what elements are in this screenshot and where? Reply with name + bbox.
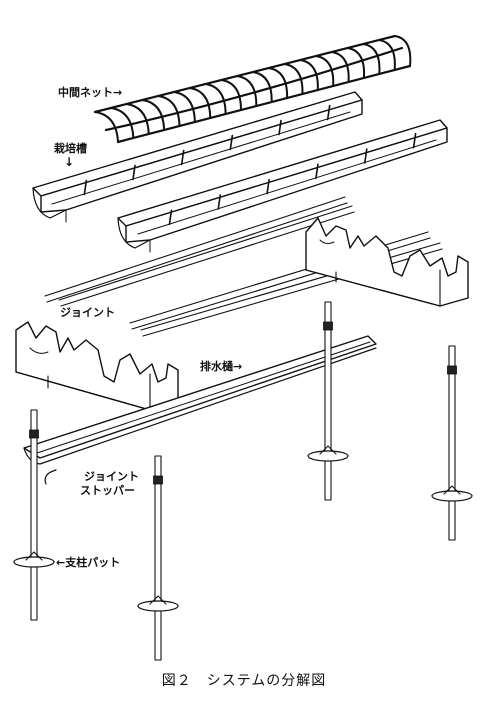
- intermediate-net: [93, 34, 412, 144]
- label-joint-stopper-line2: ストッパー: [80, 484, 135, 497]
- net-rib: [378, 39, 396, 71]
- trough-stake: [326, 104, 331, 121]
- post-pad-cone: [319, 445, 337, 455]
- net-rib: [141, 99, 166, 131]
- post-pad-cone: [443, 485, 461, 495]
- trough-stake: [180, 149, 185, 166]
- cultivation-trough-2: [117, 119, 448, 253]
- label-post-pad: ←支柱パット: [56, 556, 121, 569]
- net-rib: [315, 55, 335, 87]
- net-rib: [109, 107, 135, 139]
- joint-block-back: [305, 217, 469, 307]
- trough-stake: [132, 164, 136, 181]
- trough-2-stakes: [168, 132, 417, 226]
- net-rib: [188, 87, 212, 119]
- trough-stake: [168, 209, 173, 226]
- label-trough-arrow: ↓: [64, 155, 75, 169]
- net-rib: [362, 43, 381, 75]
- net-rib: [125, 103, 150, 135]
- joint-stopper: [447, 365, 457, 375]
- trough-stake: [266, 178, 270, 195]
- net-rib: [346, 47, 366, 79]
- post-pad-cone: [25, 551, 43, 561]
- trough-stake: [83, 179, 88, 196]
- label-joint-stopper-line1: ジョイント: [84, 470, 139, 483]
- net-rib: [204, 83, 227, 115]
- post-pipe: [154, 455, 162, 661]
- post-pipe: [448, 345, 456, 541]
- trough-stake: [363, 148, 368, 164]
- figure-caption: 図２ システムの分解図: [161, 673, 327, 689]
- net-rib: [236, 75, 258, 107]
- net-rib: [394, 35, 412, 67]
- post-pad-cone: [149, 595, 167, 605]
- trough-stake: [412, 132, 417, 149]
- net-rib: [157, 95, 181, 127]
- net-rib: [267, 67, 289, 99]
- label-joint: ジョイント: [60, 306, 115, 319]
- net-ribs: [94, 35, 412, 143]
- net-rib: [299, 59, 319, 91]
- joint-stopper: [153, 475, 163, 485]
- net-rib: [94, 111, 119, 143]
- label-cultivation-trough: 栽培槽: [54, 142, 87, 155]
- post-pad: [431, 490, 473, 502]
- label-intermediate-net: 中間ネット→: [58, 86, 123, 99]
- support-posts: [13, 301, 473, 661]
- joint-block-front: [15, 321, 179, 411]
- net-rib: [283, 63, 304, 95]
- post-pipe: [30, 409, 38, 621]
- cultivation-trough-1: [32, 91, 363, 223]
- trough-1-stakes: [83, 104, 331, 196]
- post-pad: [13, 556, 55, 568]
- trough-stake: [229, 134, 234, 151]
- post-pipe: [324, 301, 332, 501]
- trough-stake: [217, 194, 222, 210]
- joint-stopper: [29, 429, 39, 439]
- joint-stopper: [323, 321, 333, 331]
- post-pad: [137, 600, 179, 612]
- net-rib: [172, 91, 196, 123]
- net-rib: [251, 71, 273, 103]
- net-rib: [330, 51, 350, 83]
- trough-stake: [278, 119, 282, 136]
- net-rib: [220, 79, 242, 111]
- post-pad: [307, 450, 349, 462]
- trough-stake: [315, 163, 319, 180]
- label-drain-gutter: 排水樋→: [200, 360, 243, 373]
